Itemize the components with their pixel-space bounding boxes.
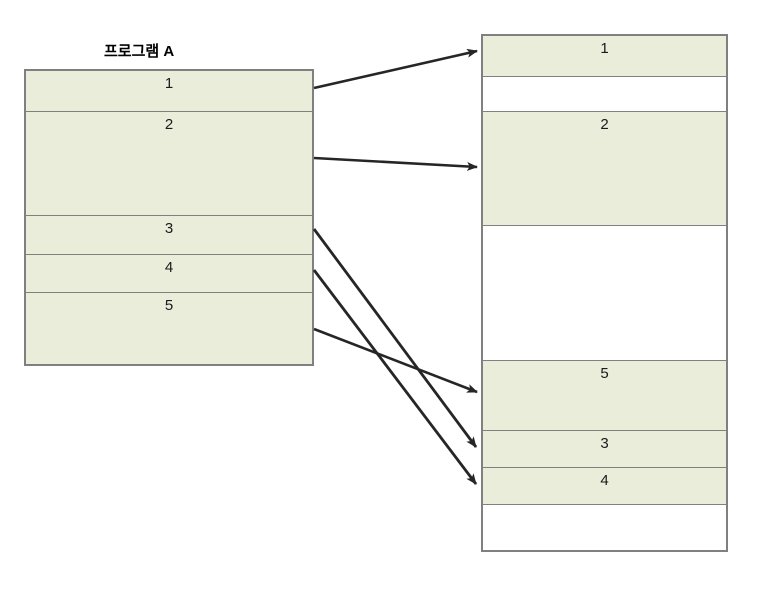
memory-row-5[interactable]: 5: [483, 361, 726, 430]
program-row-5[interactable]: 5: [26, 293, 312, 364]
program-row-2[interactable]: 2: [26, 112, 312, 215]
program-divider-2: [26, 215, 312, 216]
memory-row-7[interactable]: 4: [483, 468, 726, 504]
memory-divider-6: [483, 467, 726, 468]
memory-block: 1 2 5 3 4: [481, 34, 728, 552]
program-row-5-label: 5: [164, 297, 174, 314]
program-row-4[interactable]: 4: [26, 255, 312, 292]
program-divider-3: [26, 254, 312, 255]
memory-row-1[interactable]: 1: [483, 36, 726, 76]
arrow-program-1-to-memory-1: [313, 48, 478, 90]
program-row-4-label: 4: [164, 259, 174, 276]
memory-divider-2: [483, 111, 726, 112]
arrow-program-4-to-memory-4: [312, 269, 478, 485]
memory-row-8-free[interactable]: [483, 505, 726, 550]
memory-row-6-label: 3: [600, 435, 609, 452]
program-row-2-label: 2: [164, 116, 174, 133]
arrow-program-3-to-memory-3: [312, 228, 478, 448]
program-divider-1: [26, 111, 312, 112]
memory-row-3[interactable]: 2: [483, 112, 726, 225]
memory-row-6[interactable]: 3: [483, 431, 726, 467]
program-row-3-label: 3: [164, 220, 174, 237]
memory-divider-3: [483, 225, 726, 226]
memory-divider-5: [483, 430, 726, 431]
memory-row-7-label: 4: [600, 472, 609, 489]
memory-row-1-label: 1: [600, 40, 609, 57]
arrow-program-5-to-memory-5: [313, 327, 478, 394]
program-block: 1 2 3 4 5: [24, 69, 314, 366]
program-row-1-label: 1: [164, 75, 174, 92]
memory-row-4-free[interactable]: [483, 226, 726, 360]
memory-divider-4: [483, 360, 726, 361]
memory-row-3-label: 2: [600, 116, 609, 133]
program-row-3[interactable]: 3: [26, 216, 312, 254]
memory-divider-7: [483, 504, 726, 505]
page-title: 프로그램 A: [104, 43, 175, 60]
memory-row-2-free[interactable]: [483, 77, 726, 111]
arrow-program-2-to-memory-2: [313, 156, 478, 171]
memory-row-5-label: 5: [600, 365, 609, 382]
program-row-1[interactable]: 1: [26, 71, 312, 111]
program-divider-4: [26, 292, 312, 293]
memory-divider-1: [483, 76, 726, 77]
